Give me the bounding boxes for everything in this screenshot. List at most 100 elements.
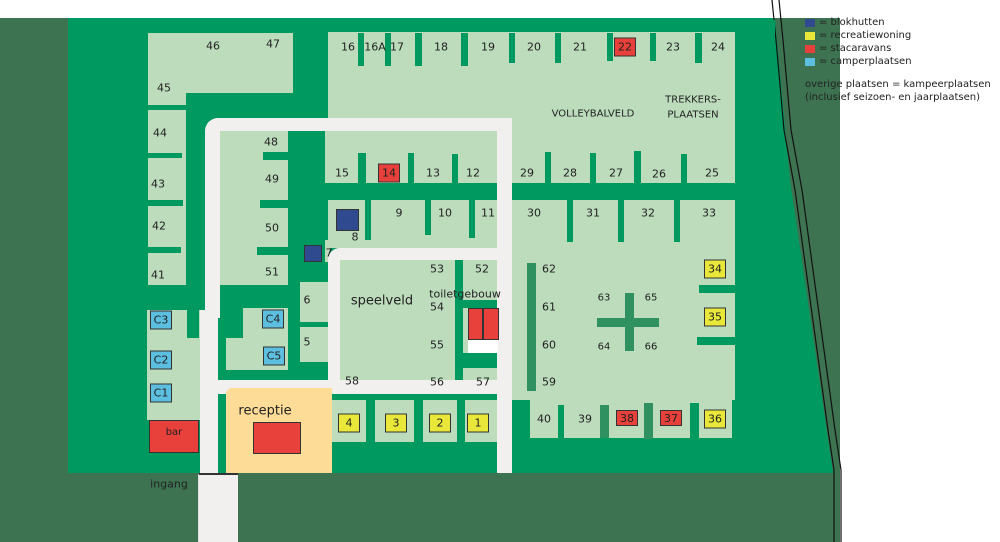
plot-65: 65	[644, 292, 658, 304]
plot-61: 61	[542, 300, 556, 314]
separator	[463, 300, 497, 308]
plot-63: 63	[597, 292, 611, 304]
separator	[674, 200, 680, 242]
camper-c4: C4	[262, 309, 284, 329]
separator	[735, 20, 775, 460]
plot-25: 25	[705, 166, 719, 180]
road-ring-left[interactable]	[205, 118, 220, 318]
separator	[469, 200, 475, 238]
road-inner-left[interactable]	[328, 248, 340, 394]
plot-50: 50	[265, 221, 279, 235]
plot-1-recreatiewoning: 1	[467, 413, 489, 433]
plot-45: 45	[157, 81, 171, 95]
plot-4-recreatiewoning: 4	[338, 413, 360, 433]
separator	[414, 400, 423, 442]
plot-22-stacaravan: 22	[614, 37, 636, 57]
plot-24: 24	[711, 40, 725, 54]
separator	[600, 405, 609, 438]
separator	[545, 152, 551, 183]
legend-label: = camperplaatsen	[819, 56, 912, 67]
road-inner-top[interactable]	[328, 248, 512, 260]
plot-11: 11	[481, 206, 495, 220]
legend-item-stacaravans: = stacaravans	[805, 42, 991, 55]
plot-42: 42	[152, 219, 166, 233]
hedge-bar	[527, 263, 536, 391]
plot-30: 30	[527, 206, 541, 220]
road-ring-top[interactable]	[205, 118, 512, 131]
separator	[590, 153, 596, 183]
entrance-label: ingang	[150, 477, 188, 491]
separator	[226, 308, 243, 338]
receptie-label: receptie	[238, 403, 292, 419]
separator	[618, 200, 624, 242]
separator	[385, 33, 391, 66]
bar-label: bar	[165, 427, 183, 438]
plot-36-recreatiewoning: 36	[704, 409, 726, 429]
separator	[634, 151, 641, 183]
plot-8-blokhut	[336, 209, 359, 231]
toiletgebouw-label: toiletgebouw	[429, 287, 501, 301]
plot-57: 57	[476, 375, 490, 389]
legend-note-detail: (inclusief seizoen- en jaarplaatsen)	[805, 92, 980, 103]
separator	[187, 310, 199, 338]
separator	[452, 154, 458, 183]
bar-building[interactable]: bar	[149, 420, 199, 453]
plot-64: 64	[597, 341, 611, 353]
separator	[148, 200, 183, 206]
separator	[148, 247, 181, 253]
plot-34-recreatiewoning: 34	[704, 259, 726, 279]
plot-55: 55	[430, 338, 444, 352]
legend-label: = blokhutten	[819, 17, 885, 28]
plot-35-recreatiewoning: 35	[704, 307, 726, 327]
separator	[695, 33, 702, 63]
separator	[425, 200, 431, 235]
plot-5: 5	[303, 335, 311, 349]
separator	[253, 93, 328, 110]
plot-17: 17	[390, 40, 404, 54]
yellow-swatch-icon	[805, 31, 815, 40]
toilet-building[interactable]	[468, 308, 499, 340]
legend-label: = recreatiewoning	[819, 30, 912, 41]
separator	[366, 400, 375, 442]
separator	[650, 33, 656, 61]
plot-51: 51	[265, 265, 279, 279]
plot-33: 33	[702, 206, 716, 220]
separator	[257, 247, 288, 255]
plot-62: 62	[542, 262, 556, 276]
plot-53: 53	[430, 262, 444, 276]
entrance-road[interactable]	[198, 473, 238, 542]
plot-46: 46	[206, 39, 220, 53]
separator	[463, 353, 497, 368]
plot-9: 9	[395, 206, 403, 220]
plot-49: 49	[265, 172, 279, 186]
separator	[300, 322, 328, 327]
plot-6: 6	[303, 293, 311, 307]
plot-18: 18	[434, 40, 448, 54]
separator	[415, 33, 422, 66]
plot-12: 12	[466, 166, 480, 180]
plot-31: 31	[586, 206, 600, 220]
hedge-cross-horizontal	[597, 318, 659, 327]
camper-c3: C3	[150, 310, 172, 330]
plot-14-stacaravan: 14	[378, 163, 400, 183]
plot-area-5	[300, 327, 328, 362]
separator	[148, 153, 182, 158]
plot-66: 66	[644, 341, 658, 353]
separator	[567, 200, 573, 242]
plot-43: 43	[151, 177, 165, 191]
legend: = blokhutten = recreatiewoning = stacara…	[805, 16, 991, 104]
separator	[509, 33, 515, 63]
plot-39: 39	[578, 412, 592, 426]
camper-c1: C1	[150, 383, 172, 403]
separator	[558, 405, 564, 438]
separator	[263, 152, 288, 160]
separator	[300, 262, 328, 282]
separator	[461, 33, 468, 66]
plot-47: 47	[266, 37, 280, 51]
legend-item-blokhutten: = blokhutten	[805, 16, 991, 29]
plot-20: 20	[527, 40, 541, 54]
receptie-building[interactable]	[253, 422, 301, 454]
separator	[699, 285, 735, 293]
separator	[408, 153, 414, 183]
plot-32: 32	[641, 206, 655, 220]
